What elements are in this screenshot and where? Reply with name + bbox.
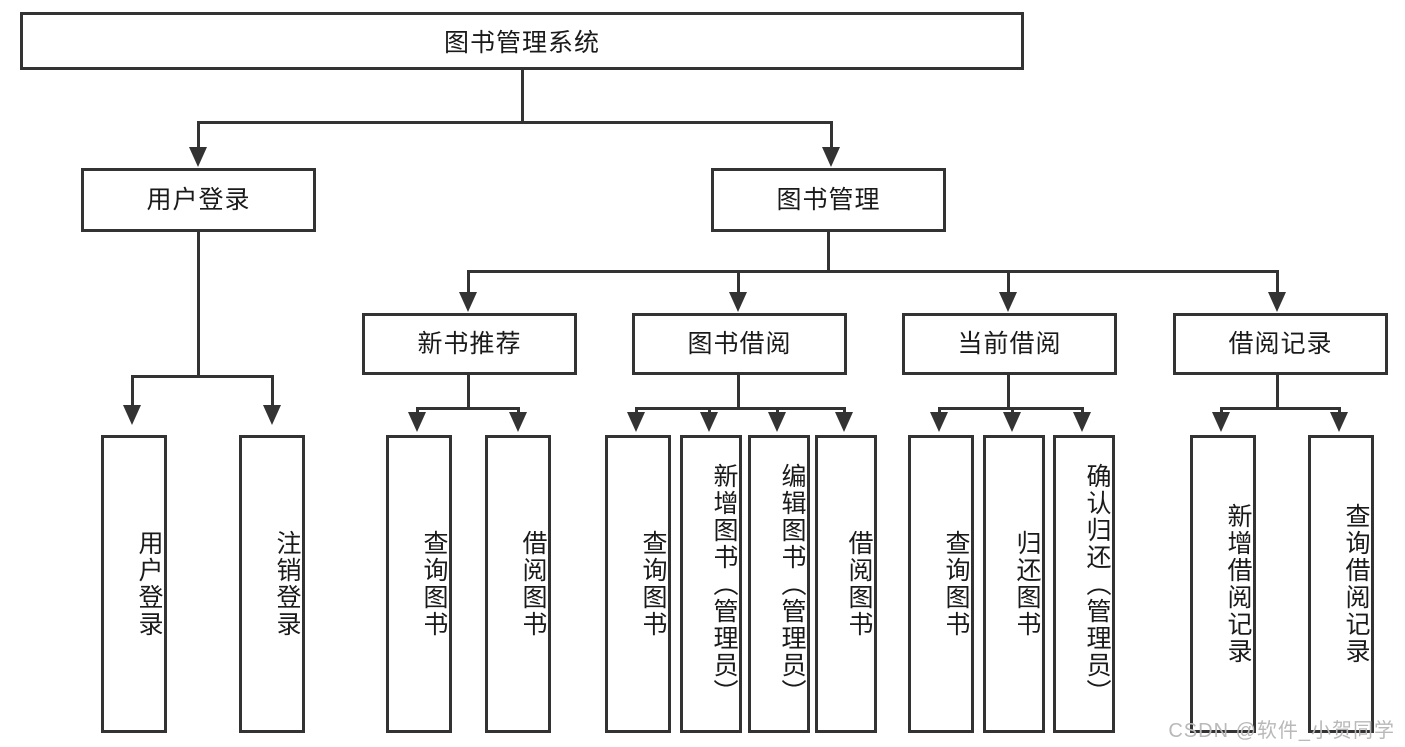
arrow-bookborrow-to-leaf1 (627, 412, 645, 432)
arrow-current-to-leaf1 (930, 412, 948, 432)
leaf-add-borrow-record[interactable]: 新增借阅记录 (1190, 435, 1256, 733)
edge-newbook-bus (416, 407, 520, 410)
leaf-logout-login[interactable]: 注销登录 (239, 435, 305, 733)
edge-userlogin-stem (197, 232, 200, 377)
node-borrow-records[interactable]: 借阅记录 (1173, 313, 1388, 375)
arrow-bookborrow-to-leaf3 (768, 412, 786, 432)
leaf-query-borrow-record[interactable]: 查询借阅记录 (1308, 435, 1374, 733)
arrow-bookmgmt-to-borrow (729, 292, 747, 312)
arrow-records-to-leaf1 (1212, 412, 1230, 432)
edge-bookmgmt-to-records (1276, 270, 1279, 294)
leaf-borrow-books[interactable]: 借阅图书 (815, 435, 877, 733)
edge-root-to-book-mgmt (830, 121, 833, 149)
node-new-book-recommend[interactable]: 新书推荐 (362, 313, 577, 375)
edge-bookmgmt-to-borrow (737, 270, 740, 294)
arrow-bookborrow-to-leaf2 (700, 412, 718, 432)
edge-userlogin-to-leaf1 (131, 375, 134, 407)
arrow-current-to-leaf3 (1073, 412, 1091, 432)
edge-bookborrow-stem (737, 375, 740, 409)
node-book-borrow[interactable]: 图书借阅 (632, 313, 847, 375)
arrow-bookborrow-to-leaf4 (835, 412, 853, 432)
arrow-newbook-to-leaf1 (408, 412, 426, 432)
arrow-bookmgmt-to-records (1268, 292, 1286, 312)
edge-root-to-user-login (197, 121, 200, 149)
leaf-query-books-recommend[interactable]: 查询图书 (386, 435, 452, 733)
arrow-bookmgmt-to-newbook (459, 292, 477, 312)
leaf-user-login[interactable]: 用户登录 (101, 435, 167, 733)
arrow-root-to-user-login (189, 147, 207, 167)
edge-newbook-stem (467, 375, 470, 409)
leaf-confirm-return-admin[interactable]: 确认归还（管理员） (1053, 435, 1115, 733)
leaf-borrow-books-recommend[interactable]: 借阅图书 (485, 435, 551, 733)
node-root-book-management-system[interactable]: 图书管理系统 (20, 12, 1024, 70)
edge-records-stem (1276, 375, 1279, 409)
leaf-query-books-current[interactable]: 查询图书 (908, 435, 974, 733)
edge-root-stem (521, 70, 524, 122)
edge-current-stem (1007, 375, 1010, 409)
arrow-userlogin-to-leaf1 (123, 405, 141, 425)
arrow-bookmgmt-to-current (999, 292, 1017, 312)
edge-bookmgmt-to-current (1007, 270, 1010, 294)
leaf-query-books-borrow[interactable]: 查询图书 (605, 435, 671, 733)
arrow-root-to-book-mgmt (822, 147, 840, 167)
node-user-login[interactable]: 用户登录 (81, 168, 316, 232)
edge-bookmgmt-bus (467, 270, 1279, 273)
edge-userlogin-bus (131, 375, 274, 378)
node-current-borrow[interactable]: 当前借阅 (902, 313, 1117, 375)
node-book-management[interactable]: 图书管理 (711, 168, 946, 232)
edge-bookborrow-bus (635, 407, 845, 410)
leaf-return-books[interactable]: 归还图书 (983, 435, 1045, 733)
edge-root-bus (197, 121, 833, 124)
edge-userlogin-to-leaf2 (271, 375, 274, 407)
leaf-add-book-admin[interactable]: 新增图书（管理员） (680, 435, 742, 733)
arrow-records-to-leaf2 (1330, 412, 1348, 432)
edge-bookmgmt-stem (827, 232, 830, 272)
arrow-newbook-to-leaf2 (509, 412, 527, 432)
arrow-current-to-leaf2 (1003, 412, 1021, 432)
edge-bookmgmt-to-newbook (467, 270, 470, 294)
edge-records-bus (1220, 407, 1341, 410)
arrow-userlogin-to-leaf2 (263, 405, 281, 425)
leaf-edit-book-admin[interactable]: 编辑图书（管理员） (748, 435, 810, 733)
